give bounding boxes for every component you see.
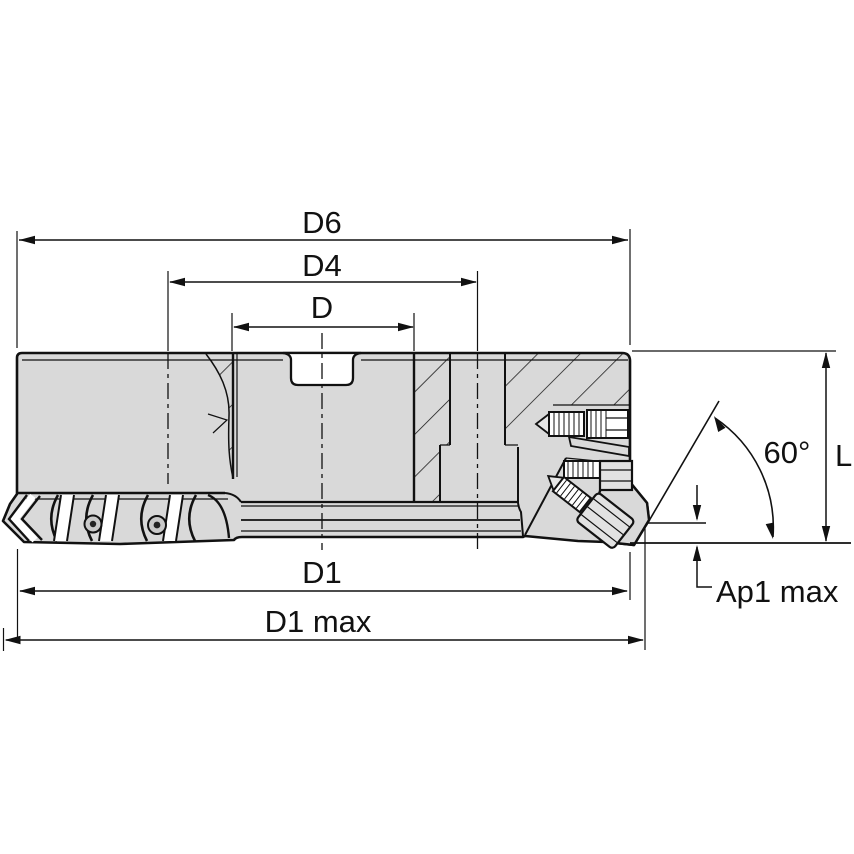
set-screw (534, 409, 629, 439)
corner-hardware (534, 409, 651, 549)
hex-screw-threads (567, 462, 594, 477)
arrowhead-icon (612, 235, 628, 245)
hatch-between-bore-and-screwhole (414, 353, 450, 502)
clamp-screw (546, 475, 635, 549)
clamp-screw-head-lines (581, 498, 630, 543)
insert-screw-socket-icon (89, 520, 97, 528)
arrowhead-icon (19, 586, 35, 596)
arrowhead-icon (169, 277, 185, 287)
label-d1: D1 (302, 555, 342, 590)
break-zigzag (207, 413, 229, 434)
label-d: D (311, 290, 333, 325)
set-screw-threads (553, 413, 580, 435)
dim-l: L (821, 352, 852, 542)
lead-angle-line (645, 400, 720, 527)
arrowhead-icon (692, 505, 702, 521)
set-screw-thread-body (548, 411, 585, 437)
hex-screw-head (598, 459, 634, 492)
tooth-gap-1 (54, 495, 74, 541)
arrowhead-icon (19, 235, 35, 245)
hex-screw (563, 459, 634, 492)
hatch-broken-out-sliver (206, 355, 233, 478)
tooth-chevron-1 (7, 494, 30, 542)
label-d1-max: D1 max (265, 604, 372, 639)
dim-lead-angle: 60° (645, 400, 811, 539)
arrowhead-icon (765, 522, 774, 539)
hex-screw-shank (563, 460, 601, 479)
dim-d4: D4 (169, 248, 477, 287)
cutter-body (1, 333, 651, 552)
tooth-gap-2 (99, 495, 119, 541)
hub-wall (517, 502, 524, 537)
tooth-insert-screws (83, 514, 167, 535)
label-l: L (835, 438, 852, 473)
counterbore-walls (439, 445, 519, 503)
arrowhead-icon (714, 416, 726, 432)
arrowhead-icon (398, 322, 414, 332)
arrowhead-icon (628, 635, 644, 645)
set-screw-socket-lines (606, 417, 628, 431)
set-screw-end-threads (590, 411, 607, 437)
insert-screw-socket-icon (153, 521, 161, 529)
arrowhead-icon (821, 526, 831, 542)
insert-teeth (7, 493, 231, 543)
tooth-gap-1-edges (53, 494, 75, 542)
body-internal-lines (17, 353, 629, 537)
tooth-chevron-2 (20, 495, 43, 541)
arrowhead-icon (821, 352, 831, 368)
label-d6: D6 (302, 205, 342, 240)
clamp-screw-threads (556, 479, 587, 509)
dim-d: D (233, 290, 414, 332)
pocket-curve (224, 492, 242, 503)
tooth-arc-4 (187, 494, 198, 542)
arrowhead-icon (612, 586, 628, 596)
hex-screw-head-facets (601, 469, 631, 482)
body-silhouette (1, 351, 651, 547)
label-ap1-max: Ap1 max (716, 574, 839, 609)
lead-angle-arc (714, 417, 775, 538)
center-lines (167, 333, 479, 552)
wedge-clamp (567, 435, 630, 458)
arrowhead-icon (4, 635, 21, 645)
dim-d1: D1 (19, 555, 628, 596)
tooth-gap-2-edges (98, 494, 120, 542)
tooth-arc-3 (139, 494, 150, 542)
dim-ap1-max: Ap1 max (692, 485, 839, 609)
tooth-gap-chevron (10, 493, 38, 543)
screw-hole-walls (449, 353, 506, 445)
label-lead-angle: 60° (764, 435, 811, 470)
hatch-right-block (505, 353, 629, 447)
arrowhead-icon (233, 322, 249, 332)
tooth-gap-3 (163, 495, 183, 541)
extension-lines (2, 229, 851, 651)
dim-d6: D6 (19, 205, 628, 245)
tooth-gap-3-edges (162, 494, 184, 542)
tooth-back-curve (207, 493, 231, 539)
dim-d1-max: D1 max (4, 604, 644, 645)
dimensions: D6 D4 D D1 D1 max (2, 205, 852, 651)
break-line (205, 353, 234, 479)
insert-pocket-edge (524, 457, 567, 536)
arrowhead-icon (692, 545, 702, 561)
label-d4: D4 (302, 248, 342, 283)
arrowhead-icon (461, 277, 477, 287)
set-screw-socket-end (586, 409, 629, 439)
section-hatching (206, 353, 629, 502)
